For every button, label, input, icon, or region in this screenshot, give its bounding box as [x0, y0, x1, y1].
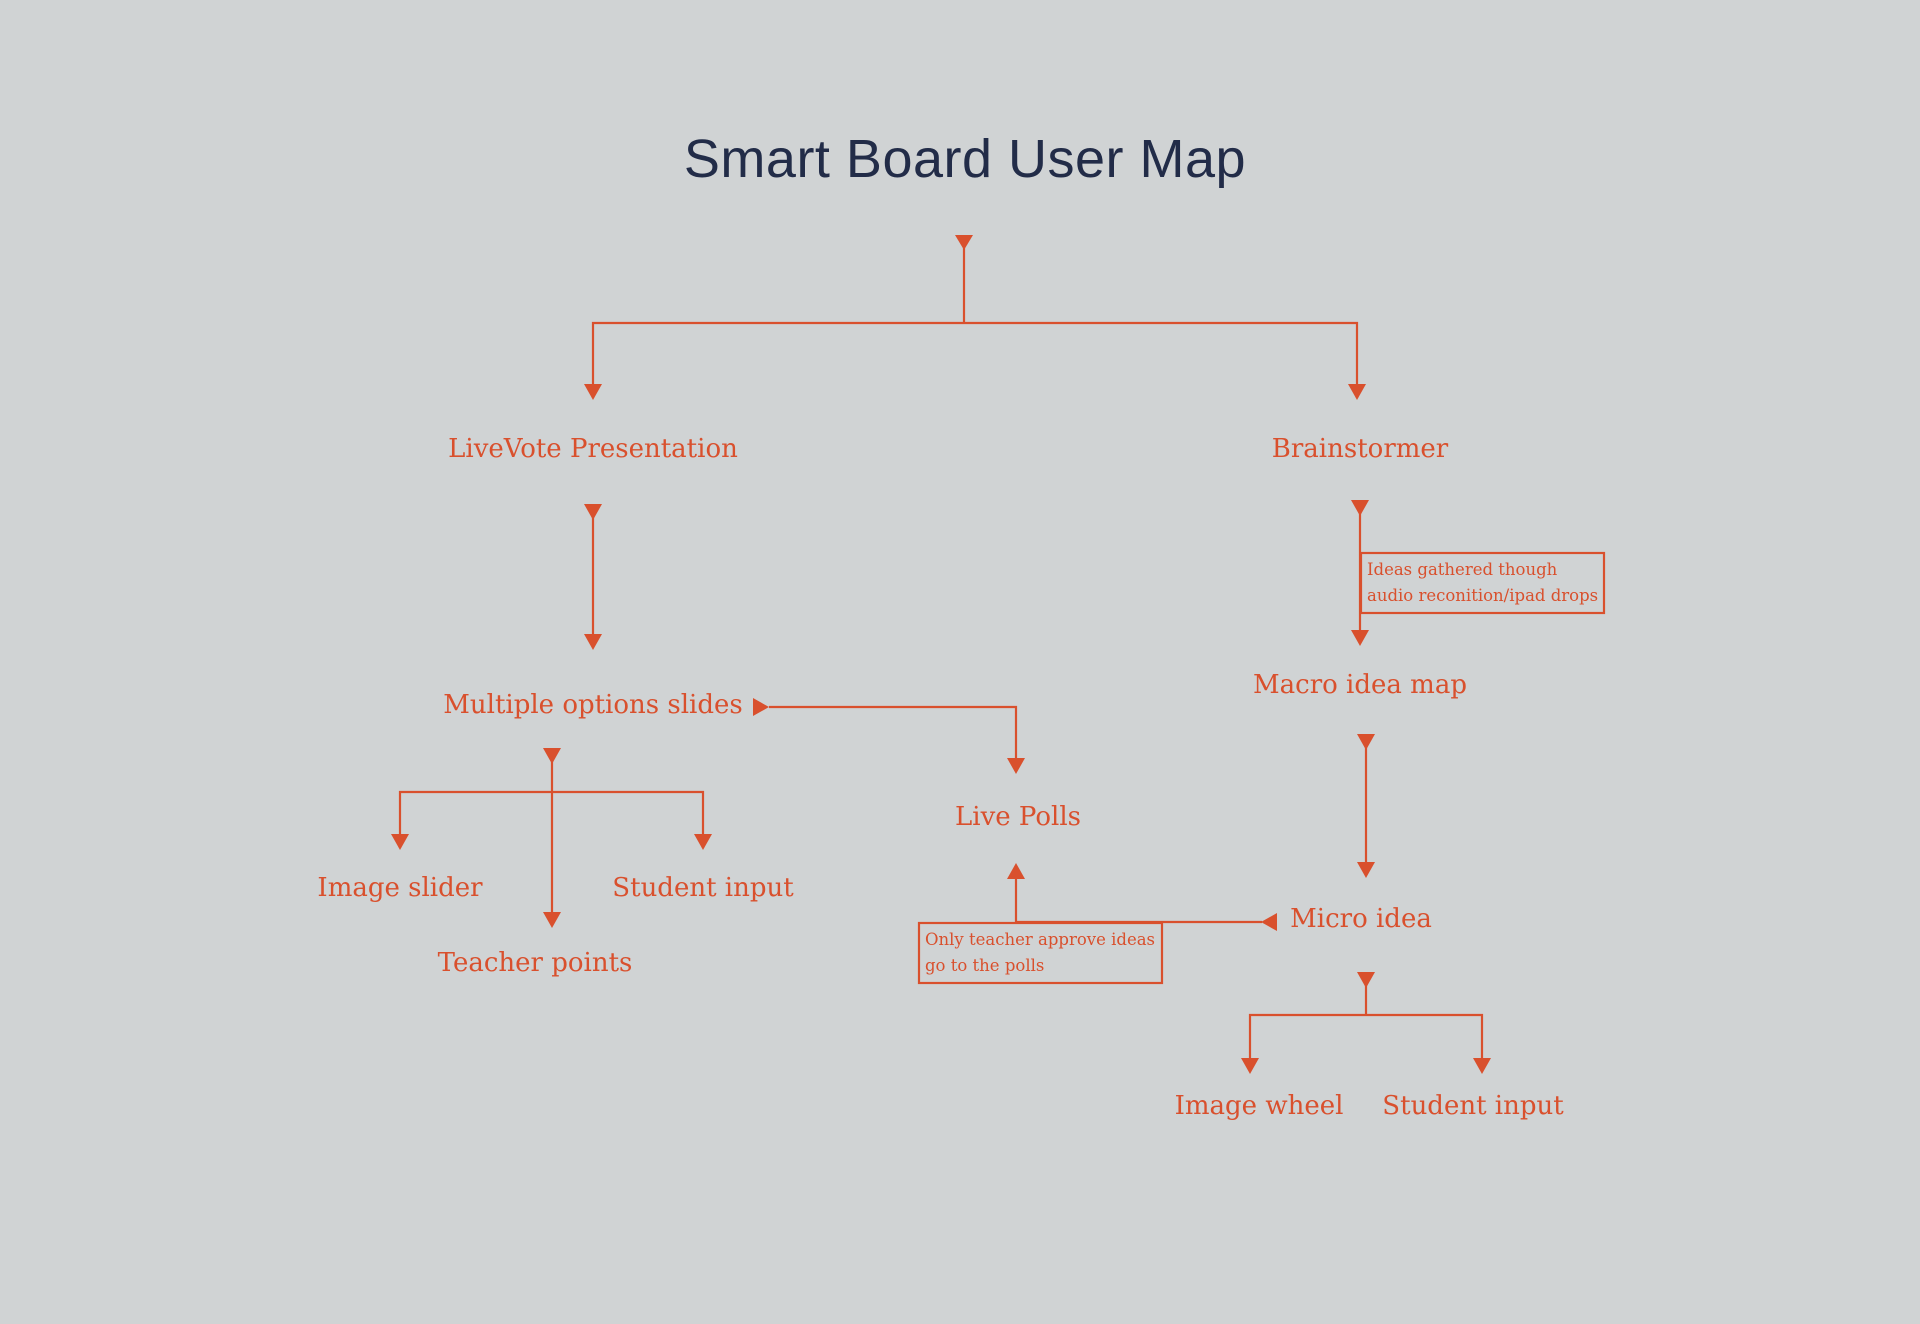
node-micro-idea: Micro idea [1290, 904, 1432, 934]
root-branch-line [591, 321, 1359, 398]
note-box-ideas [1359, 551, 1606, 615]
arrow-to-image-wheel [1241, 1058, 1259, 1074]
node-brainstormer: Brainstormer [1271, 434, 1449, 464]
arrow-micro-start [1357, 972, 1375, 988]
node-image-slider: Image slider [317, 873, 483, 903]
node-image-wheel: Image wheel [1174, 1091, 1344, 1121]
note-teacher-line-1: Only teacher approve ideas [925, 930, 1156, 949]
arrow-to-multiple-options [584, 634, 602, 650]
arrow-to-teacher-points [543, 912, 561, 928]
arrow-to-student-input-left [694, 834, 712, 850]
polls-connector-line [769, 705, 1018, 770]
arrow-polls-connector-start [753, 698, 769, 716]
arrow-micro-to-polls-start [1261, 913, 1277, 931]
arrow-up-to-live-polls [1007, 863, 1025, 879]
arrow-to-brainstormer [1348, 384, 1366, 400]
node-macro-idea-map: Macro idea map [1253, 670, 1467, 700]
multiple-options-branch-line [398, 790, 705, 848]
arrow-multiple-options-start [543, 748, 561, 764]
node-student-input-right: Student input [1382, 1091, 1564, 1121]
arrow-to-student-input-right [1473, 1058, 1491, 1074]
arrow-to-live-polls [1007, 758, 1025, 774]
node-multiple-options-slides: Multiple options slides [443, 690, 743, 720]
note-ideas-line-2: audio reconition/ipad drops [1367, 586, 1599, 605]
diagram-title: Smart Board User Map [683, 129, 1247, 189]
note-teacher-approve: Only teacher approve ideas go to the pol… [919, 923, 1162, 983]
note-ideas-line-1: Ideas gathered though [1367, 560, 1558, 579]
arrow-to-micro-idea [1357, 862, 1375, 878]
note-teacher-line-2: go to the polls [925, 956, 1045, 975]
arrow-to-image-slider [391, 834, 409, 850]
arrow-brainstormer-start [1351, 500, 1369, 516]
node-livevote-presentation: LiveVote Presentation [448, 434, 738, 464]
note-ideas-gathered: Ideas gathered though audio reconition/i… [1361, 553, 1604, 613]
arrow-to-livevote [584, 384, 602, 400]
node-teacher-points: Teacher points [437, 948, 633, 978]
micro-polls-connector-line [1014, 870, 1262, 924]
micro-branch-line [1248, 1013, 1484, 1060]
arrow-macro-start [1357, 734, 1375, 750]
arrow-root-start [955, 235, 973, 250]
note-box-teacher [917, 921, 1164, 985]
arrow-livevote-start [584, 504, 602, 520]
node-live-polls: Live Polls [955, 802, 1081, 832]
arrow-to-macro-idea-map [1351, 630, 1369, 646]
node-student-input-left: Student input [612, 873, 794, 903]
